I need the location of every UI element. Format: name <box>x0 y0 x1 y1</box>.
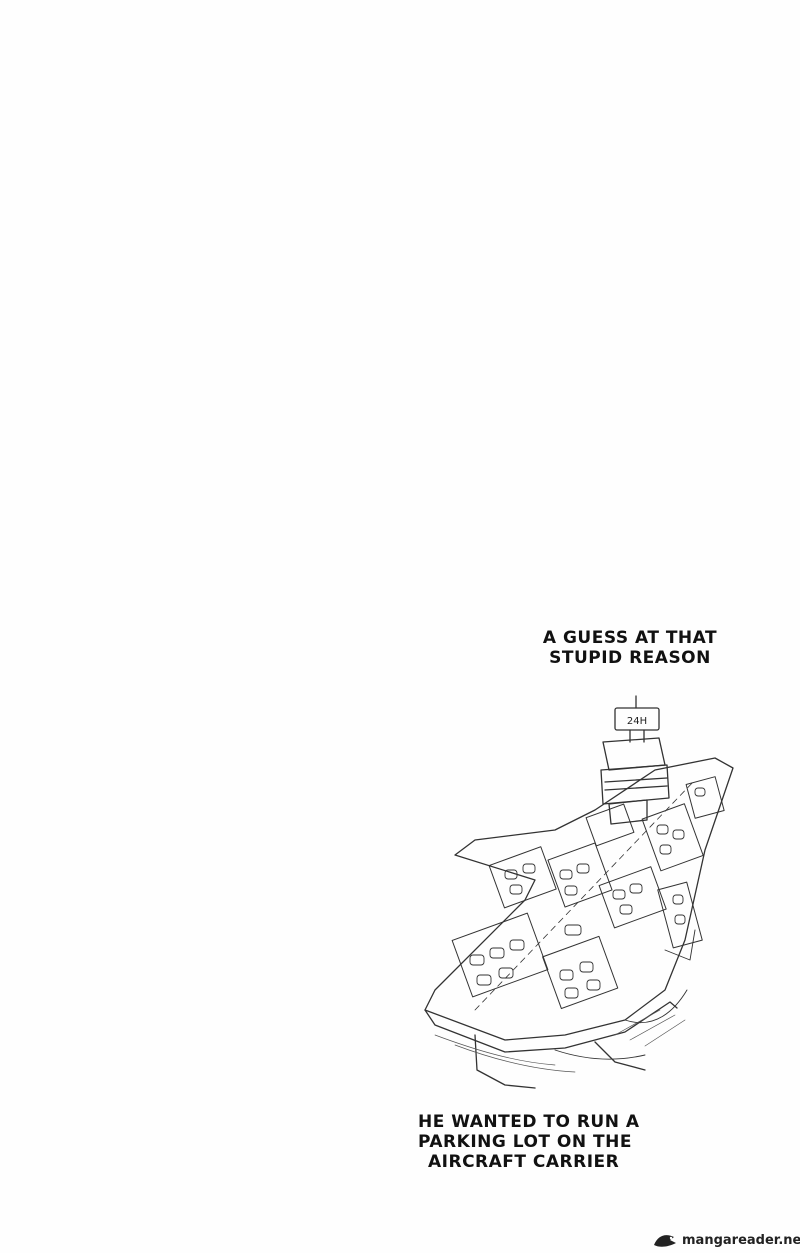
caption-top-line-1: A GUESS AT THAT <box>542 628 718 648</box>
watermark-logo-icon <box>654 1235 676 1247</box>
aircraft-carrier-sketch: 24H <box>424 695 734 1089</box>
caption-top-line-2: STUPID REASON <box>549 648 711 668</box>
caption-bottom-line-1: HE WANTED TO RUN A <box>418 1112 640 1132</box>
watermark: mangareader.net <box>652 1230 800 1250</box>
caption-top: A GUESS AT THAT STUPID REASON <box>520 628 740 668</box>
caption-bottom: HE WANTED TO RUN A PARKING LOT ON THE AI… <box>418 1112 640 1172</box>
sign-text: 24H <box>627 716 647 727</box>
caption-bottom-line-3: AIRCRAFT CARRIER <box>428 1152 620 1172</box>
caption-bottom-line-2: PARKING LOT ON THE <box>418 1132 632 1152</box>
watermark-text: mangareader.net <box>682 1232 800 1248</box>
